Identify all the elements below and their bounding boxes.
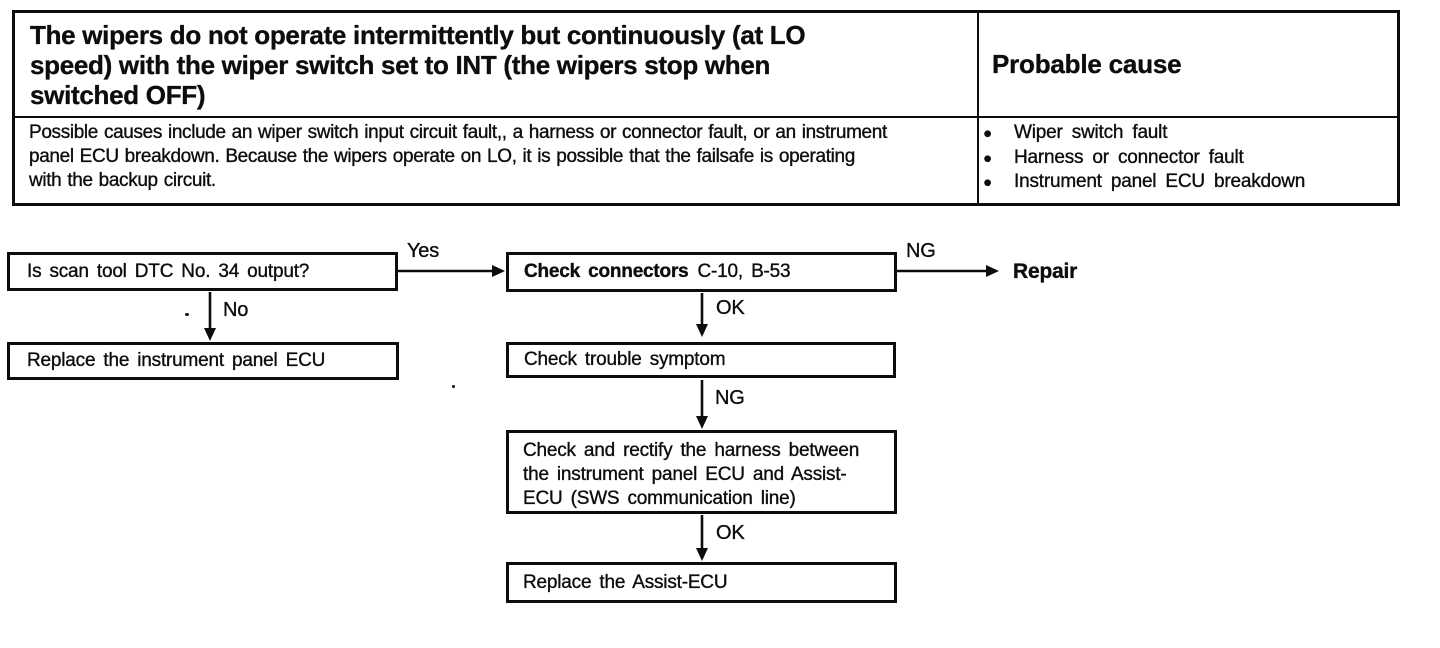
probable-cause-header: Probable cause [992, 49, 1182, 79]
bullet-icon: ● [983, 125, 992, 142]
arrow-ok-down-2 [696, 515, 708, 561]
symptom-comment: Possible causes include an wiper switch … [29, 121, 888, 193]
symptom-title-line: The wipers do not operate intermittently… [30, 20, 806, 50]
symptom-title-line: speed) with the wiper switch set to INT … [30, 50, 771, 80]
flow-box-replace-assist-ecu: Replace the Assist-ECU [506, 562, 897, 603]
edge-label-ok: OK [716, 522, 745, 544]
symptom-title: The wipers do not operate intermittently… [30, 20, 806, 110]
bullet-icon: ● [983, 149, 992, 167]
scan-speckle [185, 313, 189, 316]
table-column-divider [977, 13, 979, 203]
edge-label-yes: Yes [407, 240, 440, 262]
table-row-divider [15, 116, 1397, 118]
flow-box-text-detail: C-10, B-53 [697, 261, 791, 282]
probable-cause-item: ● Wiper switch fault [983, 121, 1305, 146]
flow-box-text: Replace the instrument panel ECU [27, 350, 326, 371]
arrow-ok-down-1 [696, 293, 708, 337]
flow-box-replace-instrument-panel-ecu: Replace the instrument panel ECU [7, 342, 399, 380]
edge-label-ng: NG [906, 240, 936, 262]
symptom-comment-line: Possible causes include an wiper switch … [29, 122, 888, 143]
flow-box-text: Is scan tool DTC No. 34 output? [27, 260, 310, 282]
arrow-ng-to-repair [897, 265, 999, 277]
probable-cause-list: ● Wiper switch fault ● Harness or connec… [983, 121, 1306, 195]
probable-cause-text: Wiper switch fault [1014, 122, 1168, 143]
arrow-yes-right [398, 265, 505, 277]
edge-label-ok: OK [716, 297, 745, 319]
flow-box-text: Check trouble symptom [524, 349, 726, 370]
flow-box-check-rectify-harness: Check and rectify the harness between th… [506, 430, 897, 514]
edge-label-no: No [223, 299, 249, 321]
symptom-probable-cause-table: The wipers do not operate intermittently… [12, 10, 1400, 206]
flow-box-check-connectors: Check connectors C-10, B-53 [506, 252, 897, 292]
probable-cause-item: ● Instrument panel ECU breakdown [983, 170, 1306, 195]
flow-box-check-trouble-symptom: Check trouble symptom [506, 342, 896, 378]
probable-cause-item: ● Harness or connector fault [983, 146, 1305, 171]
flow-box-scan-tool-dtc-question: Is scan tool DTC No. 34 output? [7, 252, 398, 291]
probable-cause-text: Harness or connector fault [1014, 146, 1244, 168]
symptom-comment-line: panel ECU breakdown. Because the wipers … [29, 146, 856, 167]
symptom-title-line: switched OFF) [30, 80, 206, 110]
flow-box-text-line: Check and rectify the harness between [523, 440, 860, 461]
edge-label-ng: NG [715, 387, 745, 409]
flow-box-text-bold: Check connectors [524, 261, 689, 282]
arrow-no-down [204, 292, 216, 341]
bullet-icon: ● [983, 174, 992, 191]
symptom-comment-line: with the backup circuit. [29, 170, 217, 191]
terminal-label-repair: Repair [1013, 260, 1078, 283]
probable-cause-text: Instrument panel ECU breakdown [1014, 171, 1306, 192]
flow-box-text: Replace the Assist-ECU [523, 571, 728, 593]
scan-speckle [452, 385, 455, 388]
flow-box-text-line: the instrument panel ECU and Assist- [523, 464, 847, 485]
arrow-ng-down-2 [696, 380, 708, 429]
flow-box-text-line: ECU (SWS communication line) [523, 488, 796, 509]
